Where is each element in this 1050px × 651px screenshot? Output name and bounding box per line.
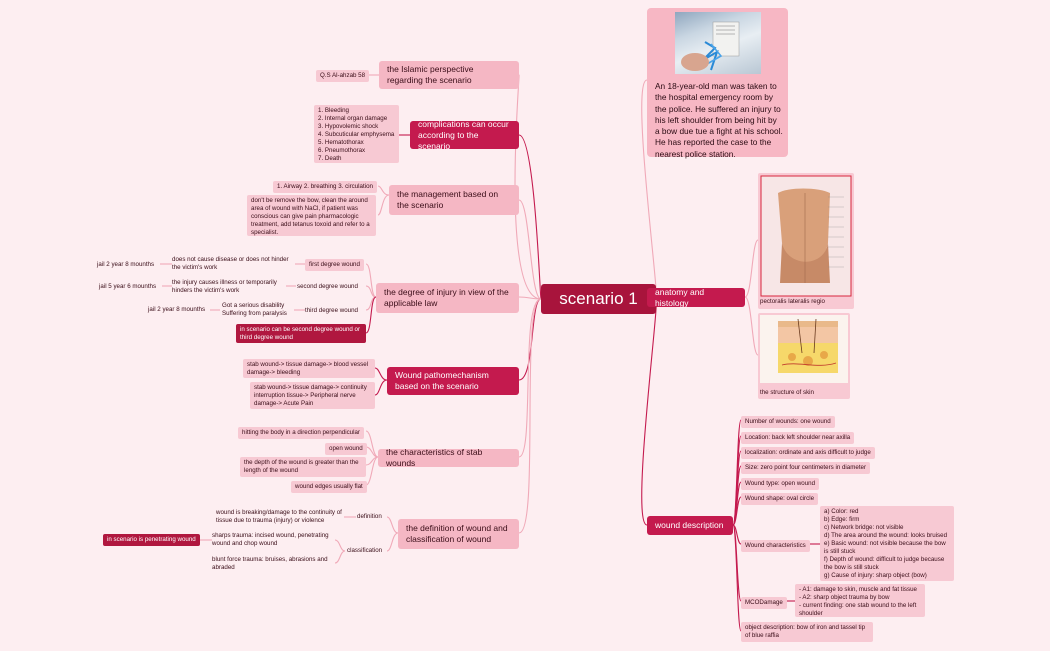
- second-degree-desc: the injury causes illness or temporarily…: [172, 279, 277, 294]
- complication-item: 4. Subcuticular emphysema: [318, 131, 395, 138]
- sharp-trauma: sharps trauma: incised wound, penetratin…: [212, 532, 329, 547]
- complication-item: 7. Death: [318, 155, 342, 162]
- anatomy-topic[interactable]: anatomy and histology: [647, 287, 745, 308]
- wound-characteristics-label: Wound characteristics: [741, 540, 810, 552]
- degree-injury-topic[interactable]: the degree of injury in view of the appl…: [376, 283, 519, 313]
- degree-scenario-note: in scenario can be second degree wound o…: [236, 324, 366, 343]
- management-abc: 1. Airway 2. breathing 3. circulation: [273, 181, 377, 193]
- case-card[interactable]: An 18-year-old man was taken to the hosp…: [647, 8, 788, 159]
- anatomy-image-frame: pectoralis lateralis regio: [758, 173, 854, 309]
- complication-item: 3. Hypovolemic shock: [318, 123, 379, 130]
- complication-item: 1. Bleeding: [318, 107, 349, 114]
- wound-item-shape: Wound shape: oval circle: [741, 493, 819, 505]
- islamic-perspective-topic[interactable]: the Islamic perspective regarding the sc…: [379, 61, 519, 89]
- case-text: An 18-year-old man was taken to the hosp…: [655, 81, 783, 159]
- stab-item-4: wound edges usually flat: [291, 481, 367, 493]
- wound-item-location: Location: back left shoulder near axilla: [741, 432, 855, 444]
- central-topic[interactable]: scenario 1: [541, 284, 656, 314]
- first-degree-label: first degree wound: [305, 259, 364, 271]
- management-detail: don't be remove the bow, clean the aroun…: [247, 195, 376, 236]
- management-topic[interactable]: the management based on the scenario: [389, 185, 519, 215]
- complication-item: 2. Internal organ damage: [318, 115, 388, 122]
- skin-image-frame: the structure of skin: [758, 313, 850, 399]
- third-degree-label: third degree wound: [305, 307, 358, 314]
- first-degree-desc: does not cause disease or does not hinde…: [172, 256, 289, 271]
- classification-label: classification: [347, 547, 383, 554]
- wound-description-topic[interactable]: wound description: [647, 516, 733, 535]
- pathomechanism-topic[interactable]: Wound pathomechanism based on the scenar…: [387, 367, 519, 395]
- wound-item-type: Wound type: open wound: [741, 478, 820, 490]
- islamic-reference: Q.S Al-ahzab 58: [316, 70, 370, 82]
- wound-item-localization: localization: ordinate and axis difficul…: [741, 447, 875, 459]
- stab-wounds-topic[interactable]: the characteristics of stab wounds: [378, 447, 519, 468]
- mechanism-item-2: stab wound-> tissue damage-> continuity …: [250, 382, 375, 409]
- skin-image-caption: the structure of skin: [760, 389, 814, 396]
- complications-topic[interactable]: complications can occur according to the…: [410, 119, 519, 151]
- bow-injury-photo-icon: [681, 21, 740, 71]
- wound-item-size: Size: zero point four centimeters in dia…: [741, 462, 871, 474]
- third-degree-desc: Got a serious disability Suffering from …: [222, 302, 287, 317]
- definition-topic[interactable]: the definition of wound and classificati…: [398, 519, 519, 549]
- complication-item: 6. Pneumothorax: [318, 147, 366, 154]
- injury-photo: [675, 12, 761, 74]
- complication-item: 5. Hematothorax: [318, 139, 364, 146]
- second-degree-penalty: jail 5 year 6 mounths: [99, 283, 157, 290]
- mco-damage-label: MCODamage: [741, 597, 787, 609]
- back-anatomy-icon: [760, 175, 852, 297]
- stab-item-3: the depth of the wound is greater than t…: [240, 457, 366, 477]
- first-degree-penalty: jail 2 year 8 mounths: [97, 261, 155, 268]
- mechanism-item-1: stab wound-> tissue damage-> blood vesse…: [243, 359, 375, 378]
- definition-label: definition: [357, 513, 382, 520]
- wound-item-number: Number of wounds: one wound: [741, 416, 835, 428]
- definition-text: wound is breaking/damage to the continui…: [216, 509, 342, 524]
- mco-damage-detail: - A1: damage to skin, muscle and fat tis…: [795, 584, 925, 617]
- stab-item-2: open wound: [325, 443, 367, 455]
- skin-structure-icon: [760, 315, 848, 383]
- penetrating-note: in scenario is penetrating wound: [103, 534, 200, 546]
- object-description: object description: bow of iron and tass…: [741, 622, 873, 642]
- second-degree-label: second degree wound: [297, 283, 358, 290]
- stab-item-1: hitting the body in a direction perpendi…: [238, 427, 364, 439]
- anatomy-image-caption: pectoralis lateralis regio: [760, 298, 825, 305]
- blunt-trauma: blunt force trauma: bruises, abrasions a…: [212, 556, 328, 571]
- wound-characteristics-detail: a) Color: red b) Edge: firm c) Network b…: [820, 506, 954, 581]
- third-degree-penalty: jail 2 year 8 mounths: [148, 306, 206, 313]
